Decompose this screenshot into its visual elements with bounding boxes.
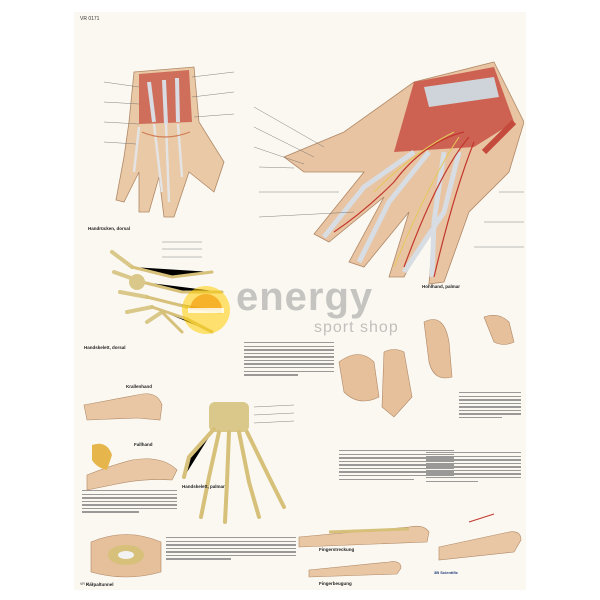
anatomy-poster: VR 0171 Handrücken, dorsal Hohlhand, [74,12,526,590]
watermark-tagline: sport shop [314,319,399,336]
caption-finger-b: Fingerbeugung [319,581,352,586]
text-block-middle [339,450,454,482]
hand-pose-illustrations [338,315,515,418]
text-block-center [244,342,334,378]
energy-logo-icon [182,286,230,334]
text-block-bottom-center [166,537,296,562]
caption-claw: Krallenhand [126,384,153,389]
wrist-drop-illustration [83,393,178,491]
publisher-logo: 3B Scientific [434,570,459,575]
footer-code: VR 0171 [80,582,94,586]
caption-bones-dorsal: Handskelett, dorsal [84,345,126,350]
plate-number: VR 0171 [80,16,100,22]
caption-tunnel: Karpaltunnel [86,582,114,587]
watermark-brand: energy [236,275,374,319]
hand-bones-palmar-illustration [182,402,295,524]
caption-wrist-top: Handrücken, dorsal [88,226,131,231]
text-block-right-top [459,392,521,421]
caption-bones-palmar: Handskelett, palmar [182,484,225,489]
hand-palmar-illustration [253,61,524,285]
text-block-left [82,490,177,515]
energy-watermark: energy sport shop [178,275,478,343]
finger-sections-illustration [298,513,522,578]
caption-finger-a: Fingerstreckung [319,547,355,552]
hand-dorsal-illustration [103,66,235,218]
caption-drop: Fallhand [134,442,153,447]
text-block-right-bottom [426,452,521,484]
caption-palm: Hohlhand, palmar [422,284,461,289]
carpal-tunnel-illustration [90,534,162,578]
